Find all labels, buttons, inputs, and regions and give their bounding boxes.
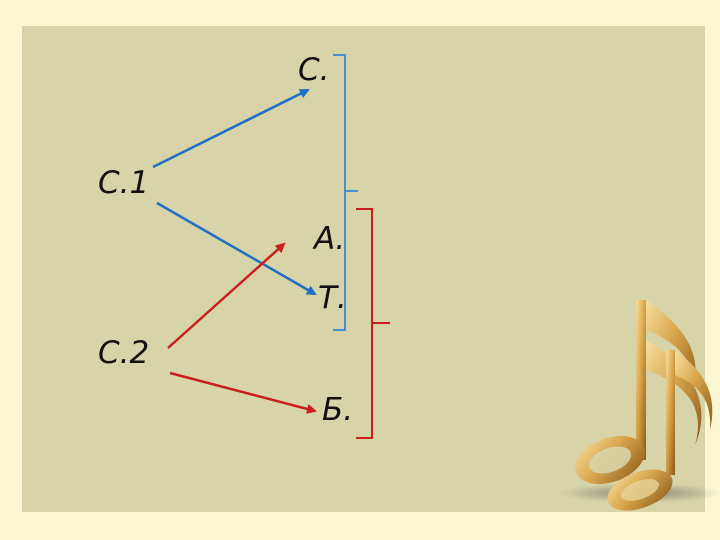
bracket-red bbox=[356, 208, 390, 439]
bracket-blue bbox=[333, 54, 358, 331]
node-s-label: С. bbox=[298, 52, 330, 88]
arrow-s2-to-a bbox=[167, 242, 286, 349]
arrow-s2-to-b bbox=[169, 371, 317, 414]
node-a-label: А. bbox=[314, 221, 346, 257]
arrow-s1-to-t bbox=[156, 201, 317, 296]
music-note-icon bbox=[558, 300, 720, 511]
node-b-label: Б. bbox=[322, 392, 354, 428]
node-s1-label: С.1 bbox=[98, 165, 150, 201]
arrow-s1-to-s bbox=[152, 88, 310, 169]
node-s2-label: С.2 bbox=[98, 335, 150, 371]
content-panel bbox=[22, 26, 705, 512]
node-t-label: Т. bbox=[318, 280, 347, 316]
